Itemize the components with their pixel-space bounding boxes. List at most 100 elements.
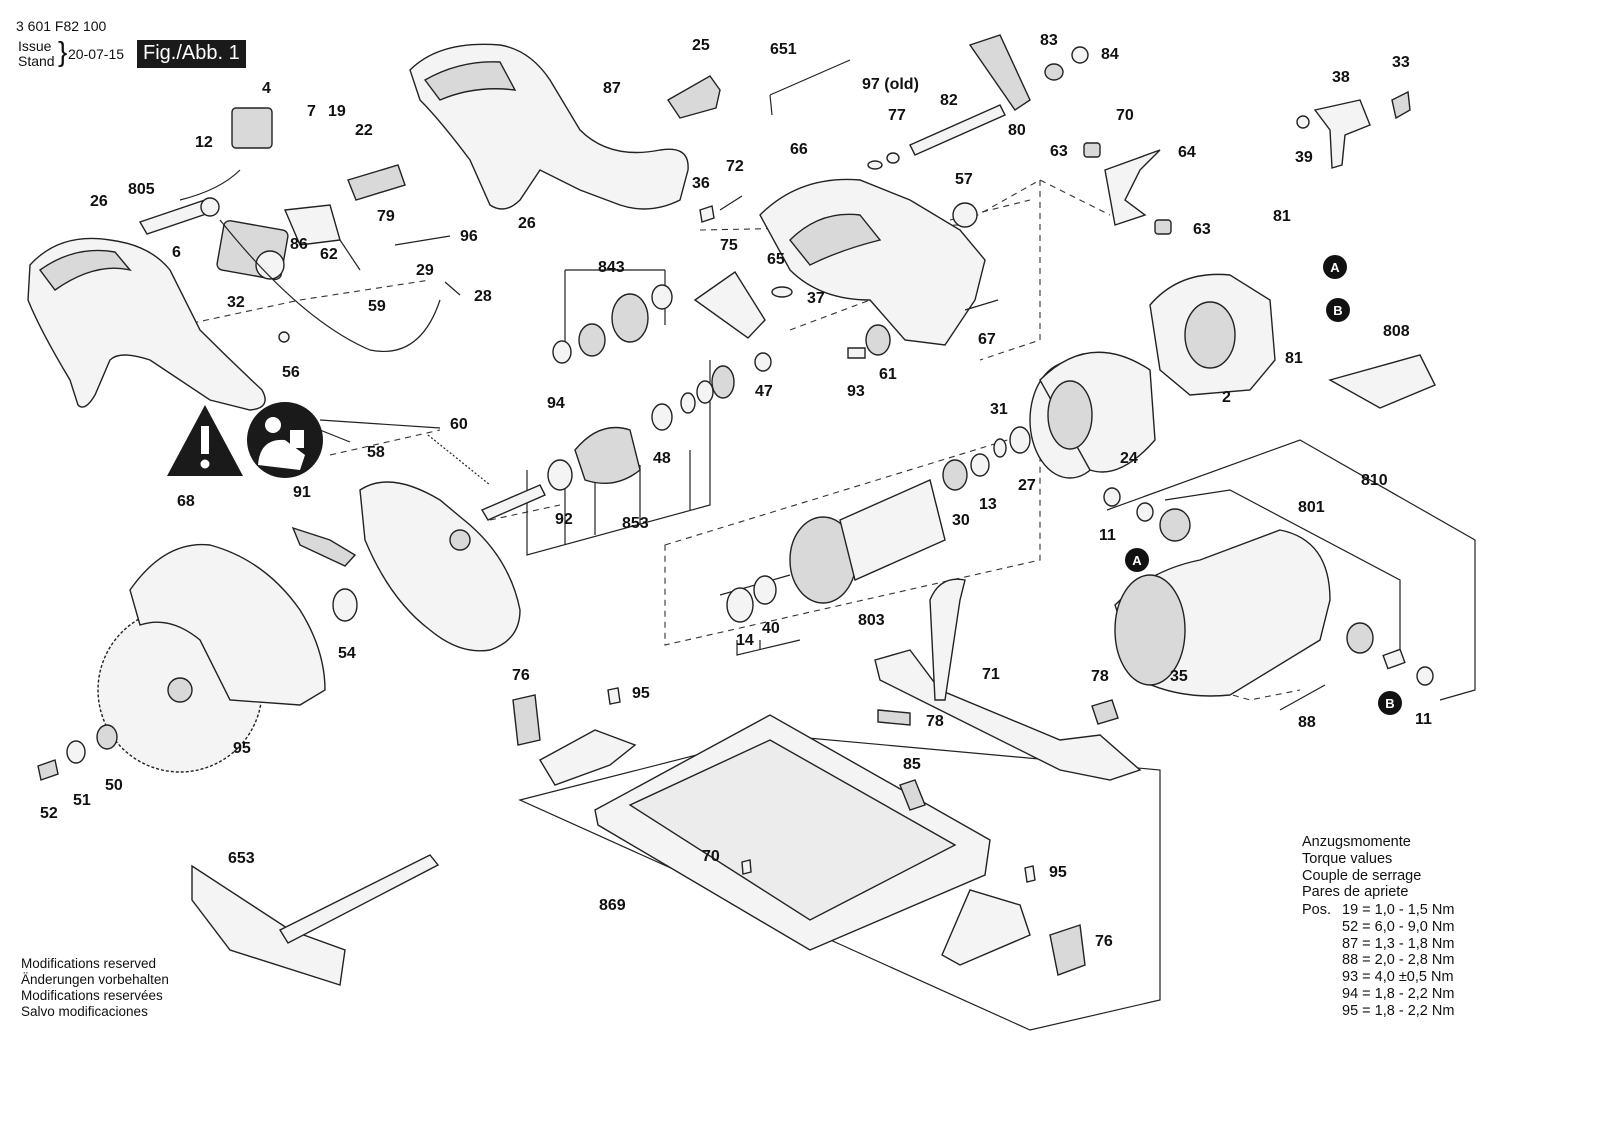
part-label: 2 [1222, 389, 1231, 406]
doc-number: 3 601 F82 100 [16, 18, 107, 34]
part-label: 68 [177, 493, 195, 510]
part-label: 29 [416, 262, 434, 279]
part-label: 48 [653, 450, 671, 467]
part-label: 86 [290, 236, 308, 253]
warning-triangle-icon [167, 405, 243, 476]
torque-heading-es: Pares de apriete [1302, 884, 1409, 901]
pointer-arrow [319, 419, 441, 429]
part-label: 33 [1392, 54, 1410, 71]
depth-lever-part [1296, 90, 1411, 169]
part-label: 39 [1295, 149, 1313, 166]
read-manual-icon [247, 402, 323, 478]
part-label: 66 [790, 141, 808, 158]
part-label: 808 [1383, 323, 1410, 340]
issue-brace: } [58, 36, 68, 67]
part-label: 50 [105, 777, 123, 794]
connector-marker-a-motor: A [1125, 548, 1149, 572]
part-label: 81 [1273, 208, 1291, 225]
part-label: 22 [355, 122, 373, 139]
gear-housing-part [699, 178, 999, 359]
stator-part [1149, 273, 1276, 396]
part-label: 14 [736, 632, 754, 649]
issue-label: Issue [18, 38, 52, 54]
torque-row: 52 = 6,0 - 9,0 Nm [1342, 918, 1455, 935]
part-label: 59 [368, 298, 386, 315]
issue-date: 20-07-15 [68, 46, 125, 62]
part-label: 11 [1099, 527, 1116, 544]
switch-part [179, 107, 441, 352]
part-label: 95 [233, 740, 251, 757]
note-line-en: Modifications reserved [21, 956, 157, 971]
part-label: 27 [1018, 477, 1036, 494]
connector-marker-b-top: B [1326, 298, 1350, 322]
part-label: 75 [720, 237, 738, 254]
part-label: 801 [1298, 499, 1325, 516]
part-label: 82 [940, 92, 958, 109]
figure-label: Fig./Abb. 1 [137, 40, 246, 68]
part-label: 651 [770, 41, 797, 58]
part-label: 30 [952, 512, 970, 529]
base-plate-part [594, 714, 991, 951]
part-label: 12 [195, 134, 213, 151]
armature-part [719, 426, 1031, 623]
torque-rows: 19 = 1,0 - 1,5 Nm 52 = 6,0 - 9,0 Nm 87 =… [1342, 902, 1454, 1020]
modifications-note: Modifications reserved Änderungen vorbeh… [21, 956, 169, 1020]
field-housing-part [1029, 351, 1156, 479]
part-label: 47 [755, 383, 773, 400]
part-label: 95 [1049, 864, 1067, 881]
part-label: 60 [450, 416, 468, 433]
upper-middle-parts [667, 34, 1089, 339]
top-handle-part [409, 43, 689, 210]
bevel-clamp-part [1083, 142, 1172, 235]
gear-set-part [552, 284, 673, 364]
part-label: 84 [1101, 46, 1119, 63]
parallel-guide-part [191, 854, 440, 986]
part-label: 77 [888, 107, 906, 124]
part-label: 87 [603, 80, 621, 97]
part-label: 81 [1285, 350, 1303, 367]
torque-pos-label: Pos. [1302, 902, 1332, 918]
part-label: 35 [1170, 668, 1188, 685]
part-label: 97 (old) [862, 76, 919, 93]
part-label: 95 [632, 685, 650, 702]
part-label: 57 [955, 171, 973, 188]
torque-row: 94 = 1,8 - 2,2 Nm [1342, 985, 1455, 1002]
part-label: 79 [377, 208, 395, 225]
label-sheet-part [1328, 354, 1436, 409]
part-label: 32 [227, 294, 245, 311]
part-label: 31 [990, 401, 1008, 418]
torque-row: 95 = 1,8 - 2,2 Nm [1342, 1002, 1455, 1019]
part-label: 843 [598, 259, 625, 276]
stand-label: Stand [18, 53, 55, 69]
connector-marker-b-motor: B [1378, 691, 1402, 715]
marker-text: A [1132, 553, 1142, 568]
part-label: 54 [338, 645, 356, 662]
part-label: 72 [726, 158, 744, 175]
upper-guard-and-blade-part [37, 543, 326, 781]
part-label: 64 [1178, 144, 1196, 161]
part-label: 7 [307, 103, 316, 120]
note-line-es: Salvo modificaciones [21, 1004, 148, 1019]
part-label: 63 [1050, 143, 1068, 160]
small-parts-upper-left [278, 164, 461, 343]
part-label: 58 [367, 444, 385, 461]
part-label: 24 [1120, 450, 1138, 467]
part-label: 653 [228, 850, 255, 867]
part-label: 67 [978, 331, 996, 348]
part-label: 83 [1040, 32, 1058, 49]
part-label: 80 [1008, 122, 1026, 139]
marker-text: B [1333, 303, 1342, 318]
spindle-assembly-part [480, 352, 772, 521]
part-label: 70 [1116, 107, 1134, 124]
part-label: 28 [474, 288, 492, 305]
part-label: 6 [172, 244, 181, 261]
part-label: 76 [1095, 933, 1113, 950]
part-label: 61 [879, 366, 897, 383]
part-label: 4 [262, 80, 271, 97]
torque-heading-de: Anzugsmomente [1302, 834, 1411, 850]
part-label: 38 [1332, 69, 1350, 86]
part-label: 51 [73, 792, 91, 809]
part-label: 91 [293, 484, 311, 501]
part-label: 40 [762, 620, 780, 637]
part-label: 94 [547, 395, 565, 412]
